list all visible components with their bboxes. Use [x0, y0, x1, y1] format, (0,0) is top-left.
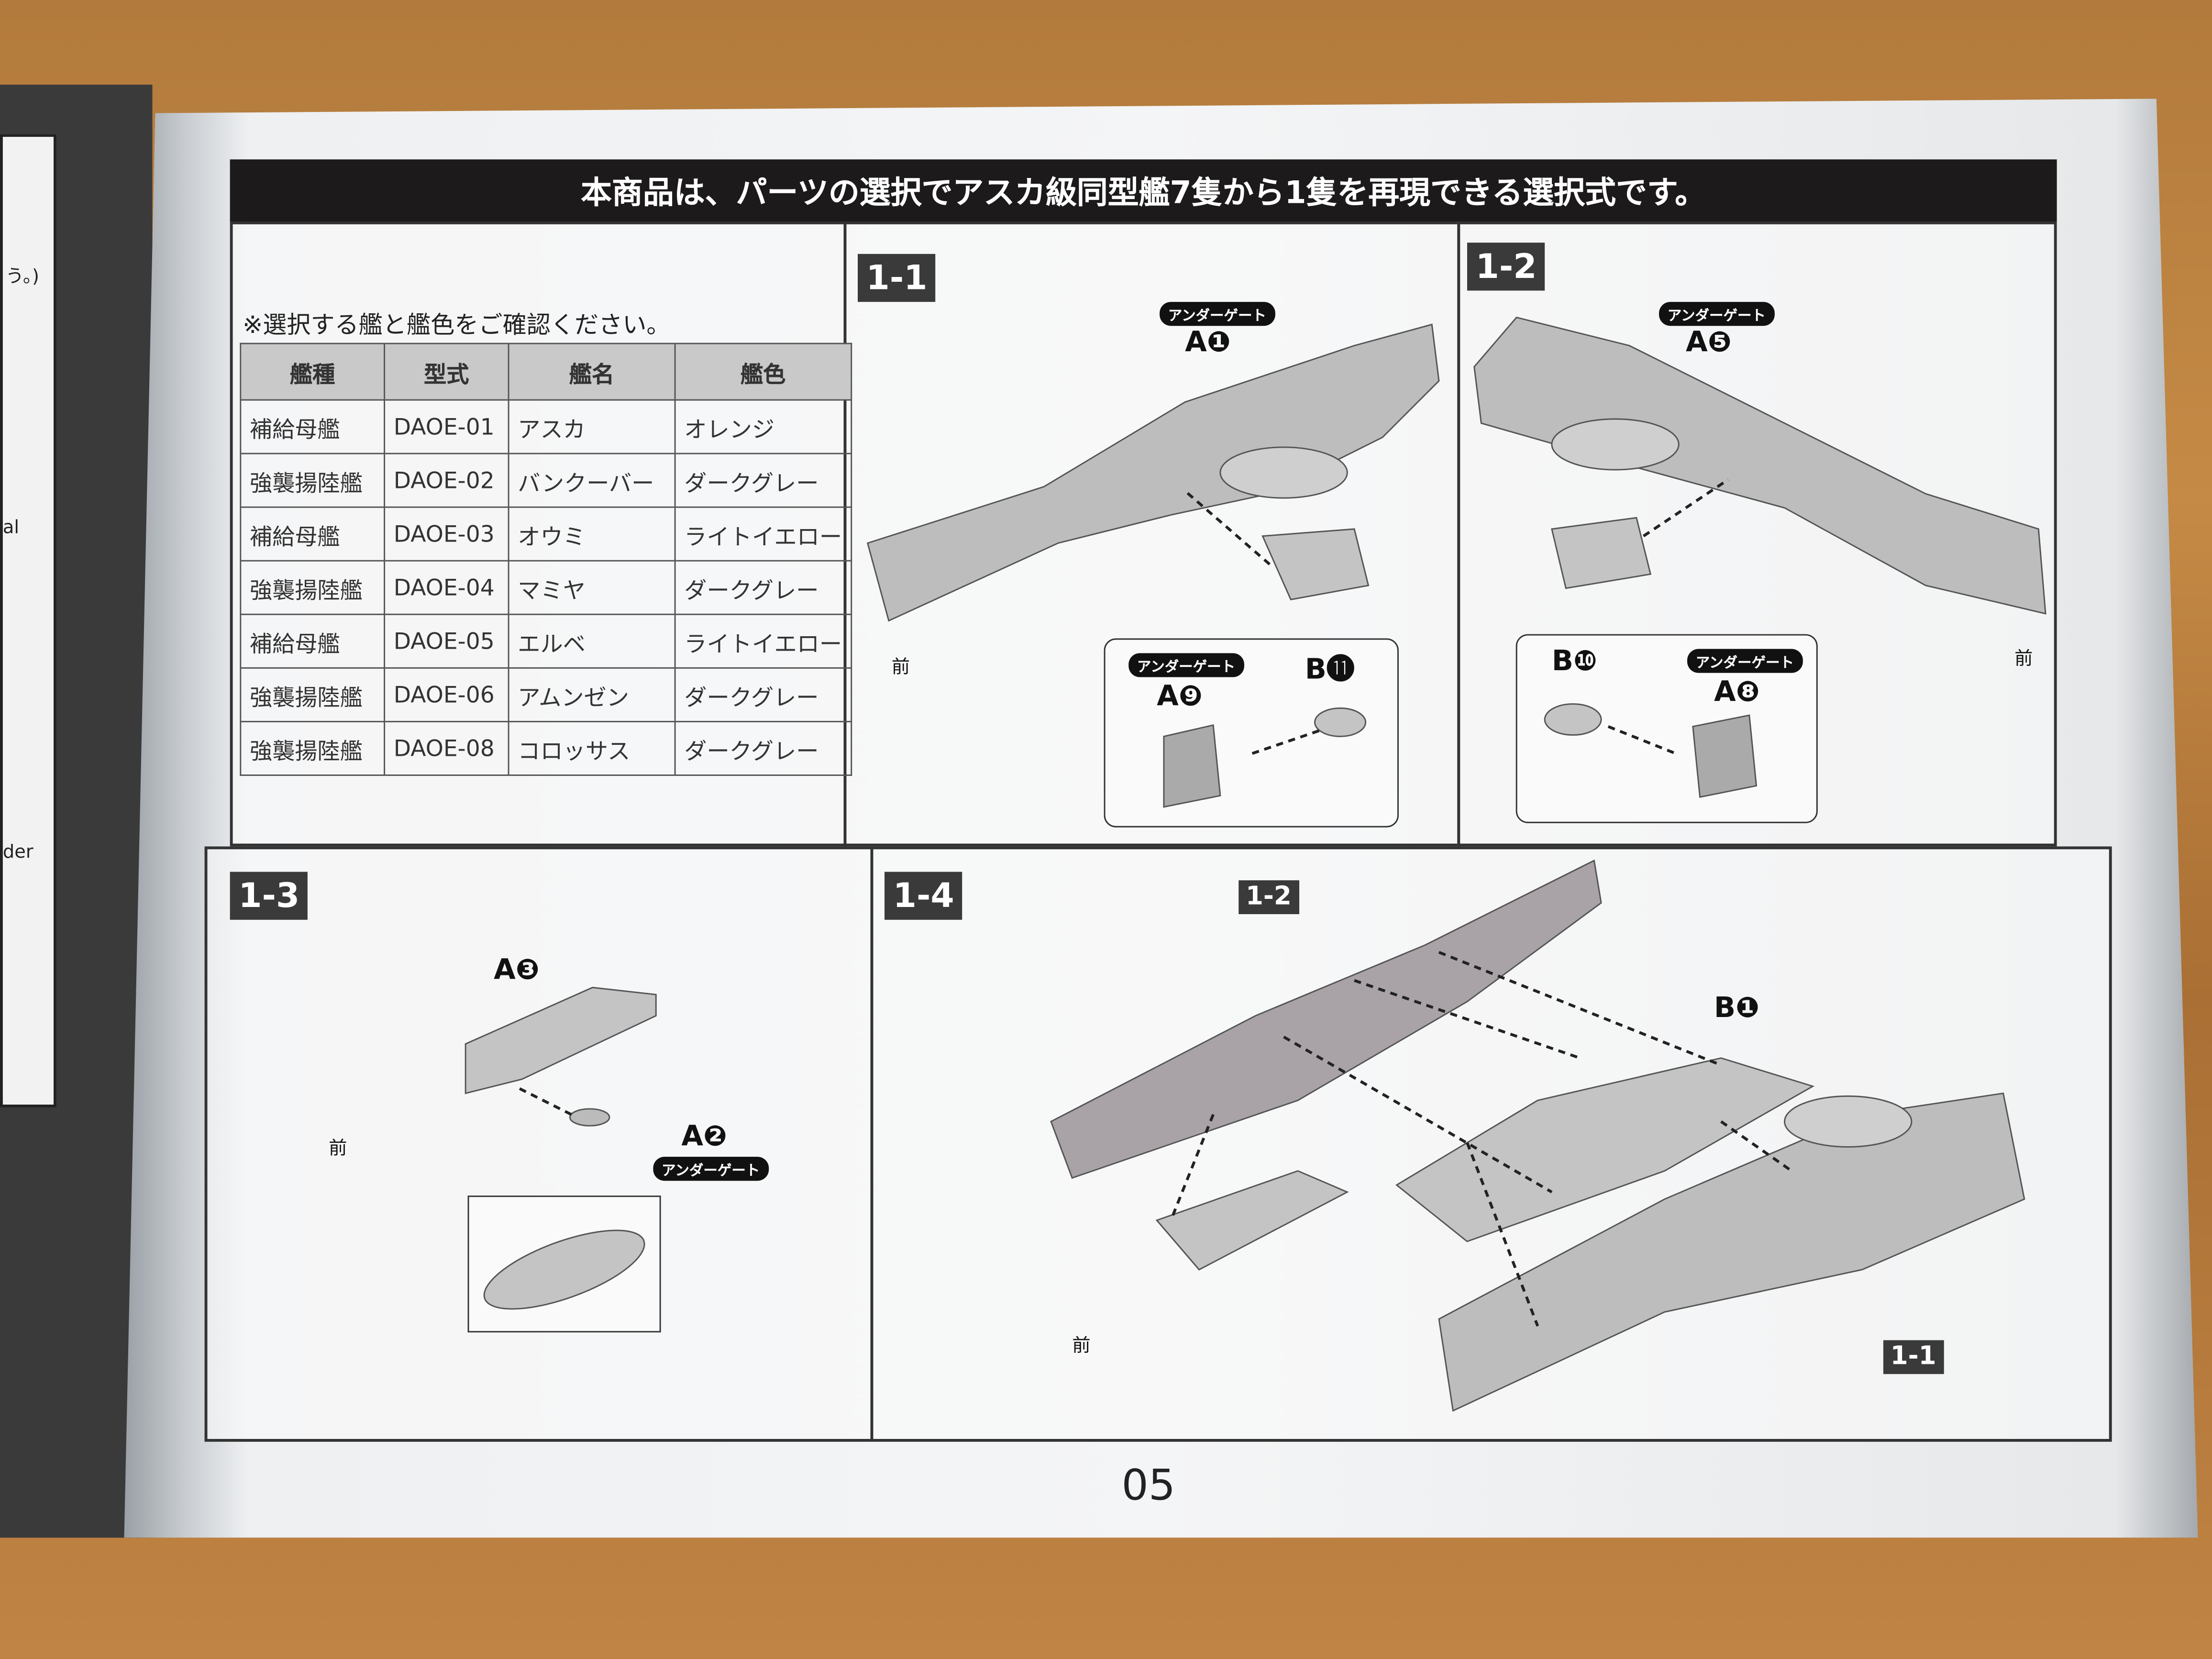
part-a9-b11 — [1261, 528, 1370, 600]
table-cell: ライトイエロー — [674, 613, 852, 669]
step-1-4-diagram — [1050, 859, 2025, 1412]
part-a9 — [1163, 724, 1221, 808]
table-cell: DAOE-01 — [384, 399, 509, 454]
col-color: 艦色 — [674, 343, 852, 401]
assembly-line — [514, 1085, 572, 1116]
under-gate-badge: アンダーゲート — [653, 1157, 769, 1181]
step-label: 1-4 — [885, 872, 963, 920]
assembly-line — [1184, 490, 1271, 565]
table-cell: ダークグレー — [674, 720, 852, 776]
part-b11 — [1314, 707, 1367, 737]
table-cell: 強襲揚陸艦 — [240, 560, 386, 615]
engine-pod — [1219, 446, 1348, 499]
part-a2 — [569, 1108, 610, 1127]
table-cell: コロッサス — [508, 720, 676, 776]
page-number: 05 — [1121, 1461, 1176, 1511]
table-cell: ライトイエロー — [674, 506, 852, 562]
part-a2-detail — [483, 1229, 645, 1310]
table-cell: オレンジ — [674, 399, 852, 454]
part-b1 — [1395, 1057, 1815, 1242]
table-cell: DAOE-05 — [384, 613, 509, 669]
front-indicator: 前 — [329, 1138, 347, 1160]
table-cell: DAOE-03 — [384, 506, 509, 562]
ship-hull-part — [866, 323, 1440, 622]
header-banner: 本商品は、パーツの選択でアスカ級同型艦7隻から1隻を再現できる選択式です。 — [230, 159, 2057, 221]
engine-pod — [1551, 418, 1680, 471]
table-cell: 補給母艦 — [240, 506, 386, 562]
step-1-3-panel — [204, 846, 874, 1442]
col-type: 艦種 — [240, 343, 386, 401]
engine-pod — [1784, 1095, 1913, 1148]
table-cell: バンクーバー — [508, 453, 676, 508]
table-cell: ダークグレー — [674, 453, 852, 508]
table-cell: マミヤ — [508, 560, 676, 615]
adjacent-page-content: う。) al der — [0, 134, 56, 1107]
table-cell: オウミ — [508, 506, 676, 562]
table-cell: アムンゼン — [508, 667, 676, 722]
table-cell: ダークグレー — [674, 667, 852, 722]
inner-hull-1-2 — [1050, 859, 1602, 1179]
fragment: der — [2, 842, 33, 863]
part-label: A❸ — [494, 952, 540, 986]
part-label: A❽ — [1714, 674, 1760, 708]
part-a8 — [1692, 714, 1758, 798]
table-cell: アスカ — [508, 399, 676, 454]
fragment: う。) — [5, 266, 39, 288]
ship-hull-part — [1473, 316, 2046, 615]
assembly-lines — [1169, 951, 1792, 1327]
table-cell: 補給母艦 — [240, 613, 386, 669]
part-b10-a8 — [1551, 517, 1652, 589]
table-cell: DAOE-06 — [384, 667, 509, 722]
col-model: 型式 — [384, 343, 509, 401]
under-gate-badge: アンダーゲート — [1160, 302, 1275, 326]
table-cell: DAOE-08 — [384, 720, 509, 776]
col-name: 艦名 — [508, 343, 676, 401]
ship-hull-1-1 — [1438, 1092, 2025, 1412]
table-cell: エルベ — [508, 613, 676, 669]
front-indicator: 前 — [2014, 649, 2033, 670]
part-b10 — [1544, 703, 1602, 736]
under-gate-badge: アンダーゲート — [1687, 649, 1803, 673]
part-label: A❶ — [1185, 324, 1231, 359]
part-a3-assembled — [1155, 1170, 1349, 1271]
step-1-3-diagram — [465, 986, 661, 1333]
fragment: al — [2, 518, 20, 539]
step-label: 1-1 — [857, 254, 936, 302]
part-label: B❶ — [1714, 990, 1759, 1024]
table-cell: DAOE-04 — [384, 560, 509, 615]
part-label: B⓫ — [1305, 652, 1355, 686]
step-ref-label: 1-1 — [1883, 1340, 1944, 1374]
part-label: A❾ — [1157, 678, 1203, 713]
table-cell: 補給母艦 — [240, 399, 386, 454]
table-cell: DAOE-02 — [384, 453, 509, 508]
front-indicator: 前 — [1072, 1336, 1091, 1357]
under-gate-badge: アンダーゲート — [1659, 302, 1774, 326]
part-label: B❿ — [1551, 643, 1597, 677]
part-label: A❺ — [1686, 324, 1732, 359]
step-ref-label: 1-2 — [1239, 880, 1299, 914]
assembly-line — [1642, 478, 1729, 538]
table-cell: 強襲揚陸艦 — [240, 453, 386, 508]
step-1-2-diagram — [1473, 316, 2046, 823]
part-a3 — [465, 986, 657, 1095]
selection-note: ※選択する艦と艦色をご確認ください。 — [243, 311, 671, 340]
table-header-row: 艦種 型式 艦名 艦色 — [240, 343, 852, 401]
step-label: 1-3 — [230, 872, 308, 920]
front-indicator: 前 — [891, 657, 910, 679]
table-cell: ダークグレー — [674, 560, 852, 615]
step-1-1-diagram — [866, 323, 1440, 828]
table-cell: 強襲揚陸艦 — [240, 667, 386, 722]
under-gate-badge: アンダーゲート — [1128, 653, 1244, 677]
table-cell: 強襲揚陸艦 — [240, 720, 386, 776]
part-label: A❷ — [681, 1118, 727, 1153]
step-label: 1-2 — [1467, 243, 1546, 291]
